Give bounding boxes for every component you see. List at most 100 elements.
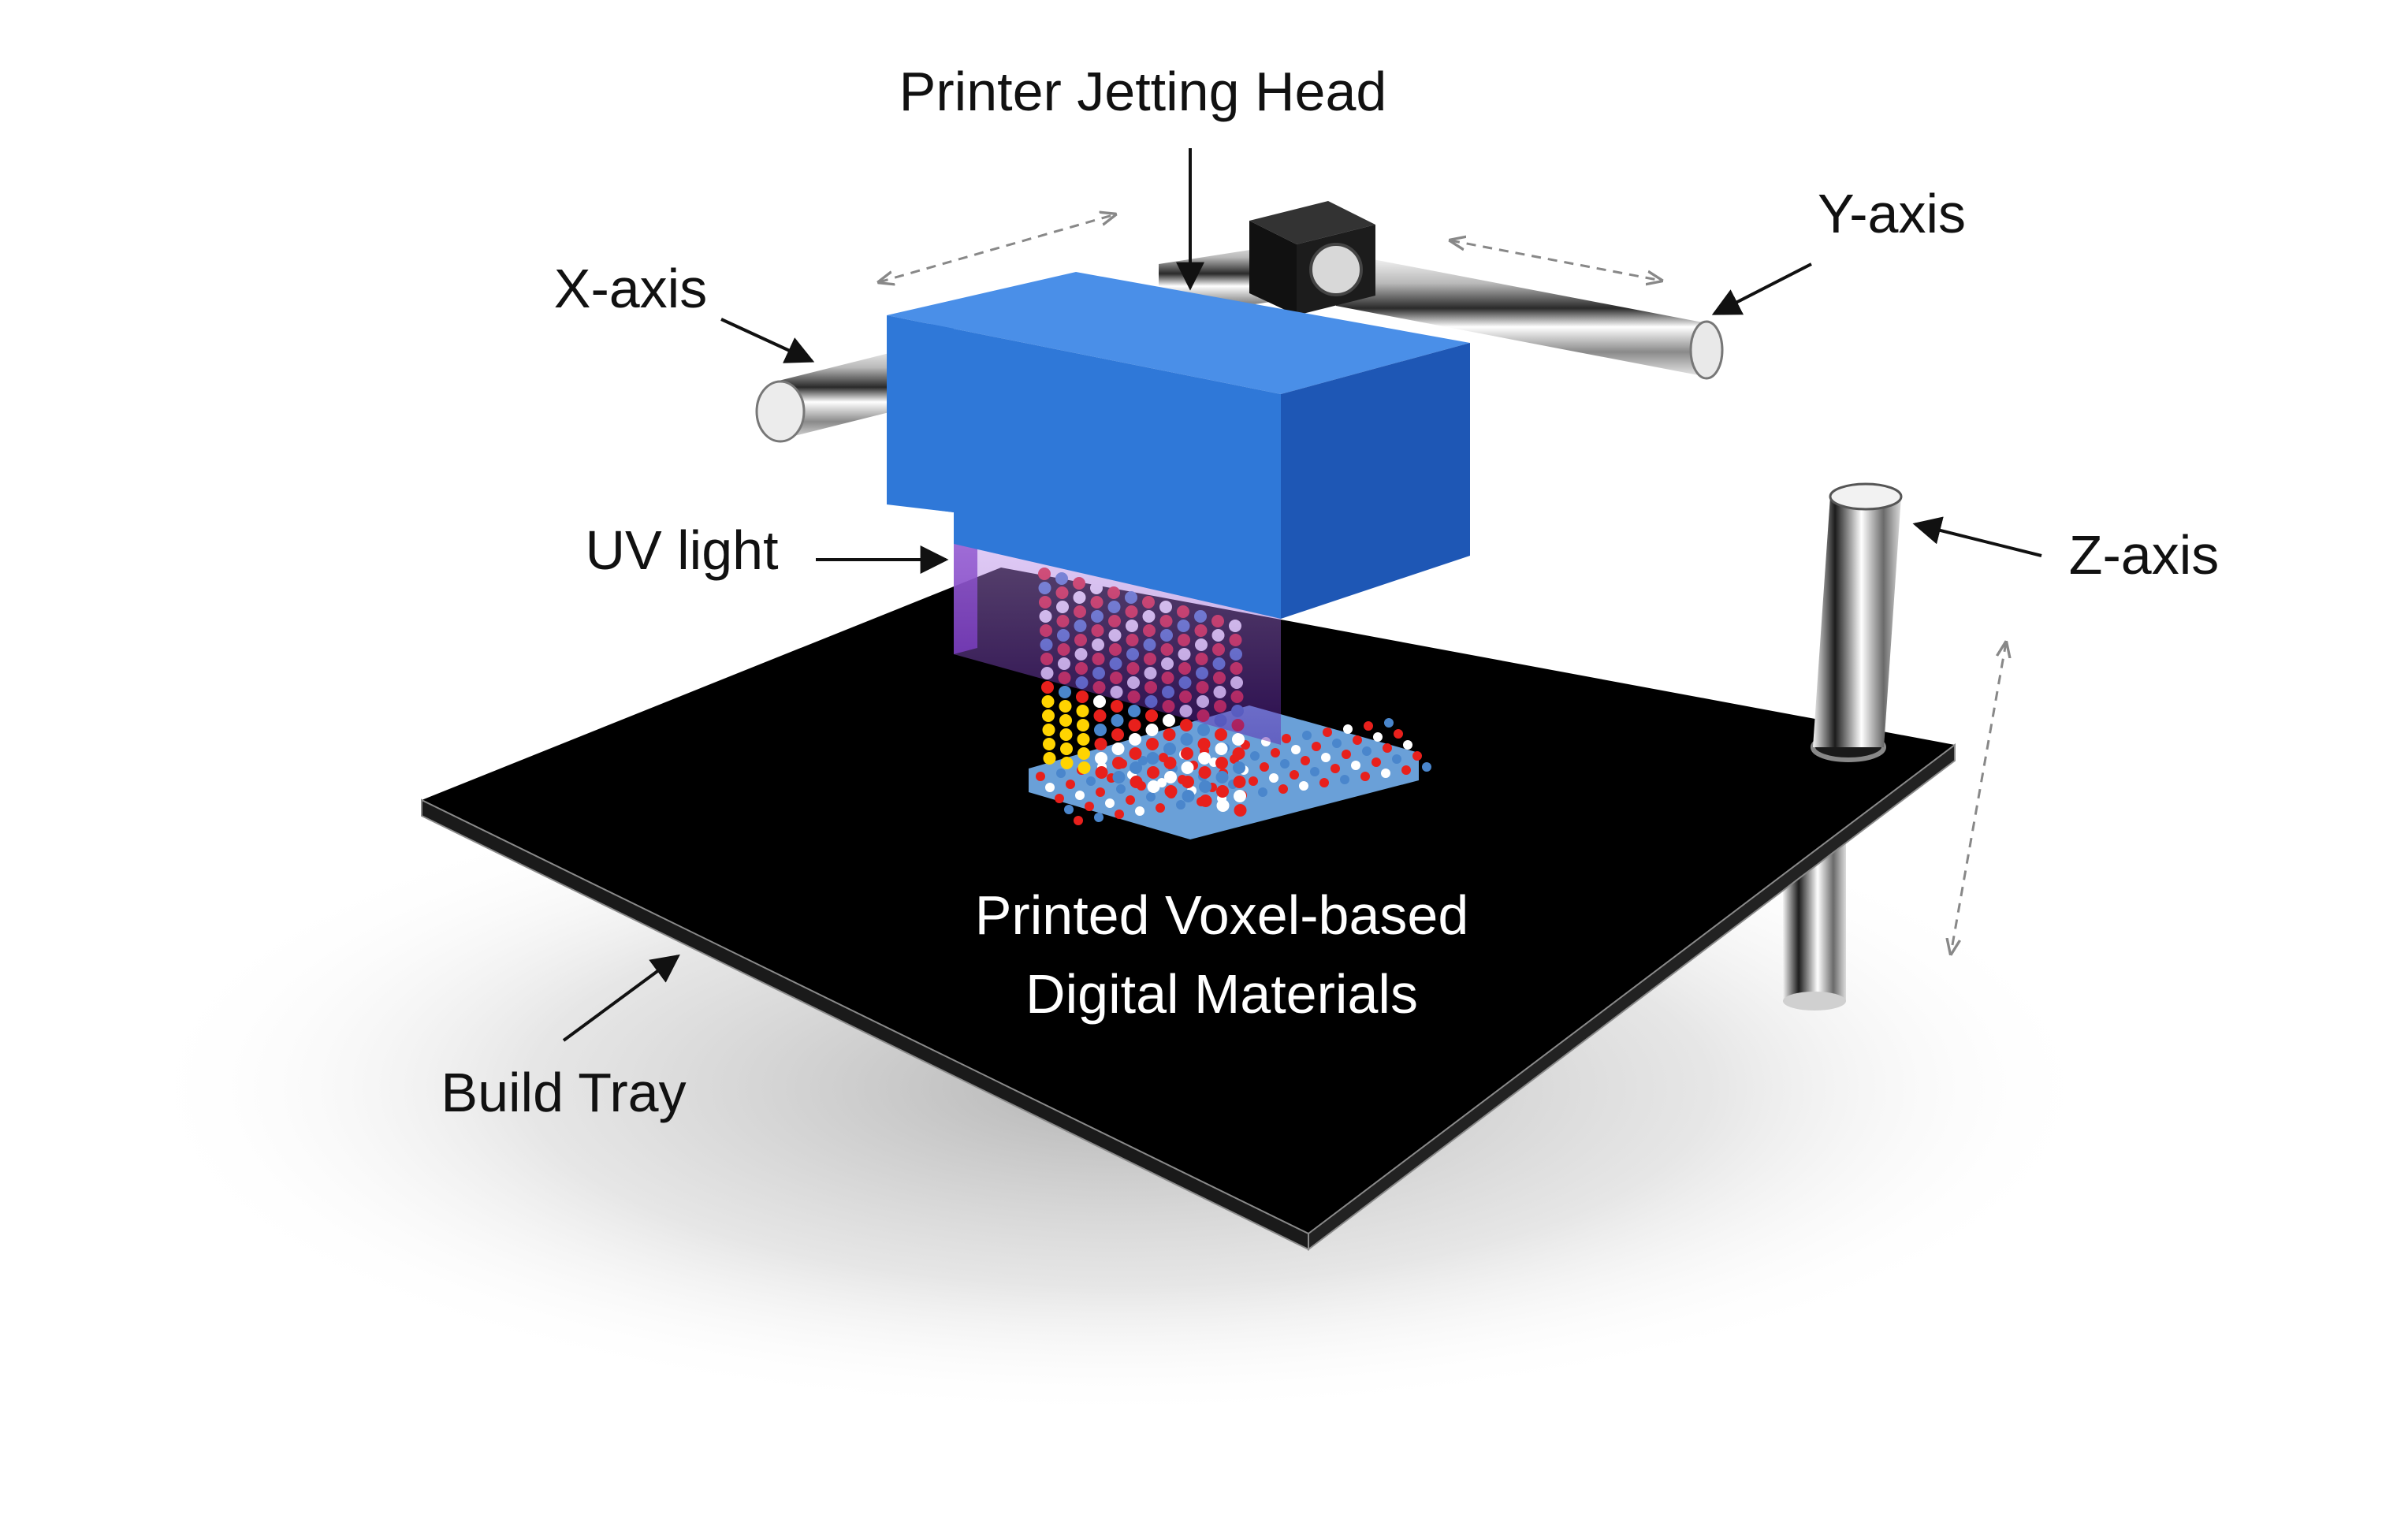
voxel [1258, 787, 1267, 797]
voxel [1060, 757, 1074, 769]
printer-jetting-head [887, 272, 1470, 619]
voxel [1319, 778, 1329, 787]
voxel [1056, 769, 1066, 778]
voxel [1077, 747, 1090, 760]
voxel [1095, 752, 1107, 765]
voxel [1135, 806, 1144, 816]
voxel [1130, 761, 1142, 774]
voxel [1128, 719, 1141, 731]
voxel [1112, 771, 1126, 783]
voxel [1364, 721, 1373, 731]
voxel [1301, 756, 1310, 765]
voxel [1126, 795, 1135, 805]
voxel [1384, 718, 1394, 728]
voxel [1164, 785, 1178, 798]
voxel [1145, 709, 1158, 722]
voxel [1076, 705, 1089, 717]
voxel [1042, 709, 1055, 722]
voxel [1215, 757, 1228, 769]
voxel [1181, 761, 1194, 774]
voxel [1291, 745, 1301, 754]
voxel [1182, 776, 1194, 788]
voxel [1116, 784, 1126, 794]
voxel [1164, 771, 1177, 783]
voxel [1146, 752, 1159, 765]
voxel [1215, 728, 1227, 741]
voxel [1232, 747, 1245, 760]
build-tray [421, 568, 1956, 1252]
voxel [1163, 743, 1176, 755]
voxel [1197, 724, 1210, 736]
voxel [1095, 766, 1108, 779]
voxel [1216, 785, 1229, 798]
voxel [1422, 762, 1431, 772]
voxel [1094, 724, 1107, 736]
build-tray-arrow [562, 954, 680, 1042]
voxel [1332, 739, 1342, 748]
z-motion-arrow [1951, 642, 2006, 954]
voxel [1199, 795, 1212, 807]
voxel [1176, 800, 1185, 810]
voxel [1216, 799, 1230, 812]
voxel [1342, 750, 1351, 759]
voxel [1351, 761, 1360, 770]
voxel [1066, 780, 1075, 789]
voxel [1076, 690, 1089, 703]
voxel [1360, 772, 1370, 781]
voxel [1156, 803, 1165, 813]
voxel [1147, 766, 1159, 779]
label-printer-jetting-head: Printer Jetting Head [899, 61, 1387, 122]
y-axis-rod [1336, 252, 1724, 380]
uv-light [954, 520, 1281, 745]
label-printed-voxel-line2: Digital Materials [1025, 963, 1418, 1025]
voxel [1043, 752, 1056, 765]
voxel [1383, 743, 1392, 753]
voxel [1181, 747, 1193, 760]
voxel [1036, 772, 1045, 781]
y-motion-arrow [1450, 240, 1662, 281]
voxel [1392, 754, 1401, 764]
voxel [1394, 729, 1403, 739]
voxel [1232, 733, 1245, 746]
voxel [1059, 728, 1073, 741]
voxel [1312, 742, 1321, 751]
voxel [1105, 798, 1115, 808]
voxel [1412, 751, 1422, 761]
voxel [1074, 816, 1083, 825]
voxel [1163, 714, 1175, 727]
voxel [1290, 770, 1299, 780]
voxel [1145, 724, 1159, 736]
voxel [1381, 769, 1390, 778]
voxel [1373, 732, 1383, 742]
voxel [1250, 751, 1260, 761]
voxel [1128, 705, 1141, 717]
voxel [1085, 802, 1094, 811]
voxel [1234, 804, 1247, 817]
voxel [1094, 738, 1107, 750]
voxel [1115, 810, 1124, 819]
voxel [1138, 756, 1148, 765]
voxel [1271, 748, 1280, 757]
voxel [1371, 757, 1381, 767]
voxel [1042, 724, 1055, 736]
voxel [1111, 700, 1123, 713]
voxel [1310, 767, 1319, 776]
voxel [1278, 784, 1288, 794]
voxel [1043, 738, 1055, 750]
voxel [1182, 790, 1195, 802]
voxel [1055, 794, 1064, 803]
voxel [1299, 781, 1308, 791]
voxel [1045, 783, 1055, 792]
voxel [1096, 787, 1105, 797]
voxel [1197, 738, 1211, 750]
voxel [1041, 681, 1054, 694]
voxel [1321, 753, 1331, 762]
x-motion-arrow [879, 214, 1115, 282]
voxel [1215, 743, 1228, 755]
voxel [1401, 765, 1411, 775]
voxel [1233, 761, 1245, 774]
label-x-axis: X-axis [554, 258, 707, 319]
axis-connector-block [1249, 201, 1375, 315]
voxel [1260, 762, 1269, 772]
